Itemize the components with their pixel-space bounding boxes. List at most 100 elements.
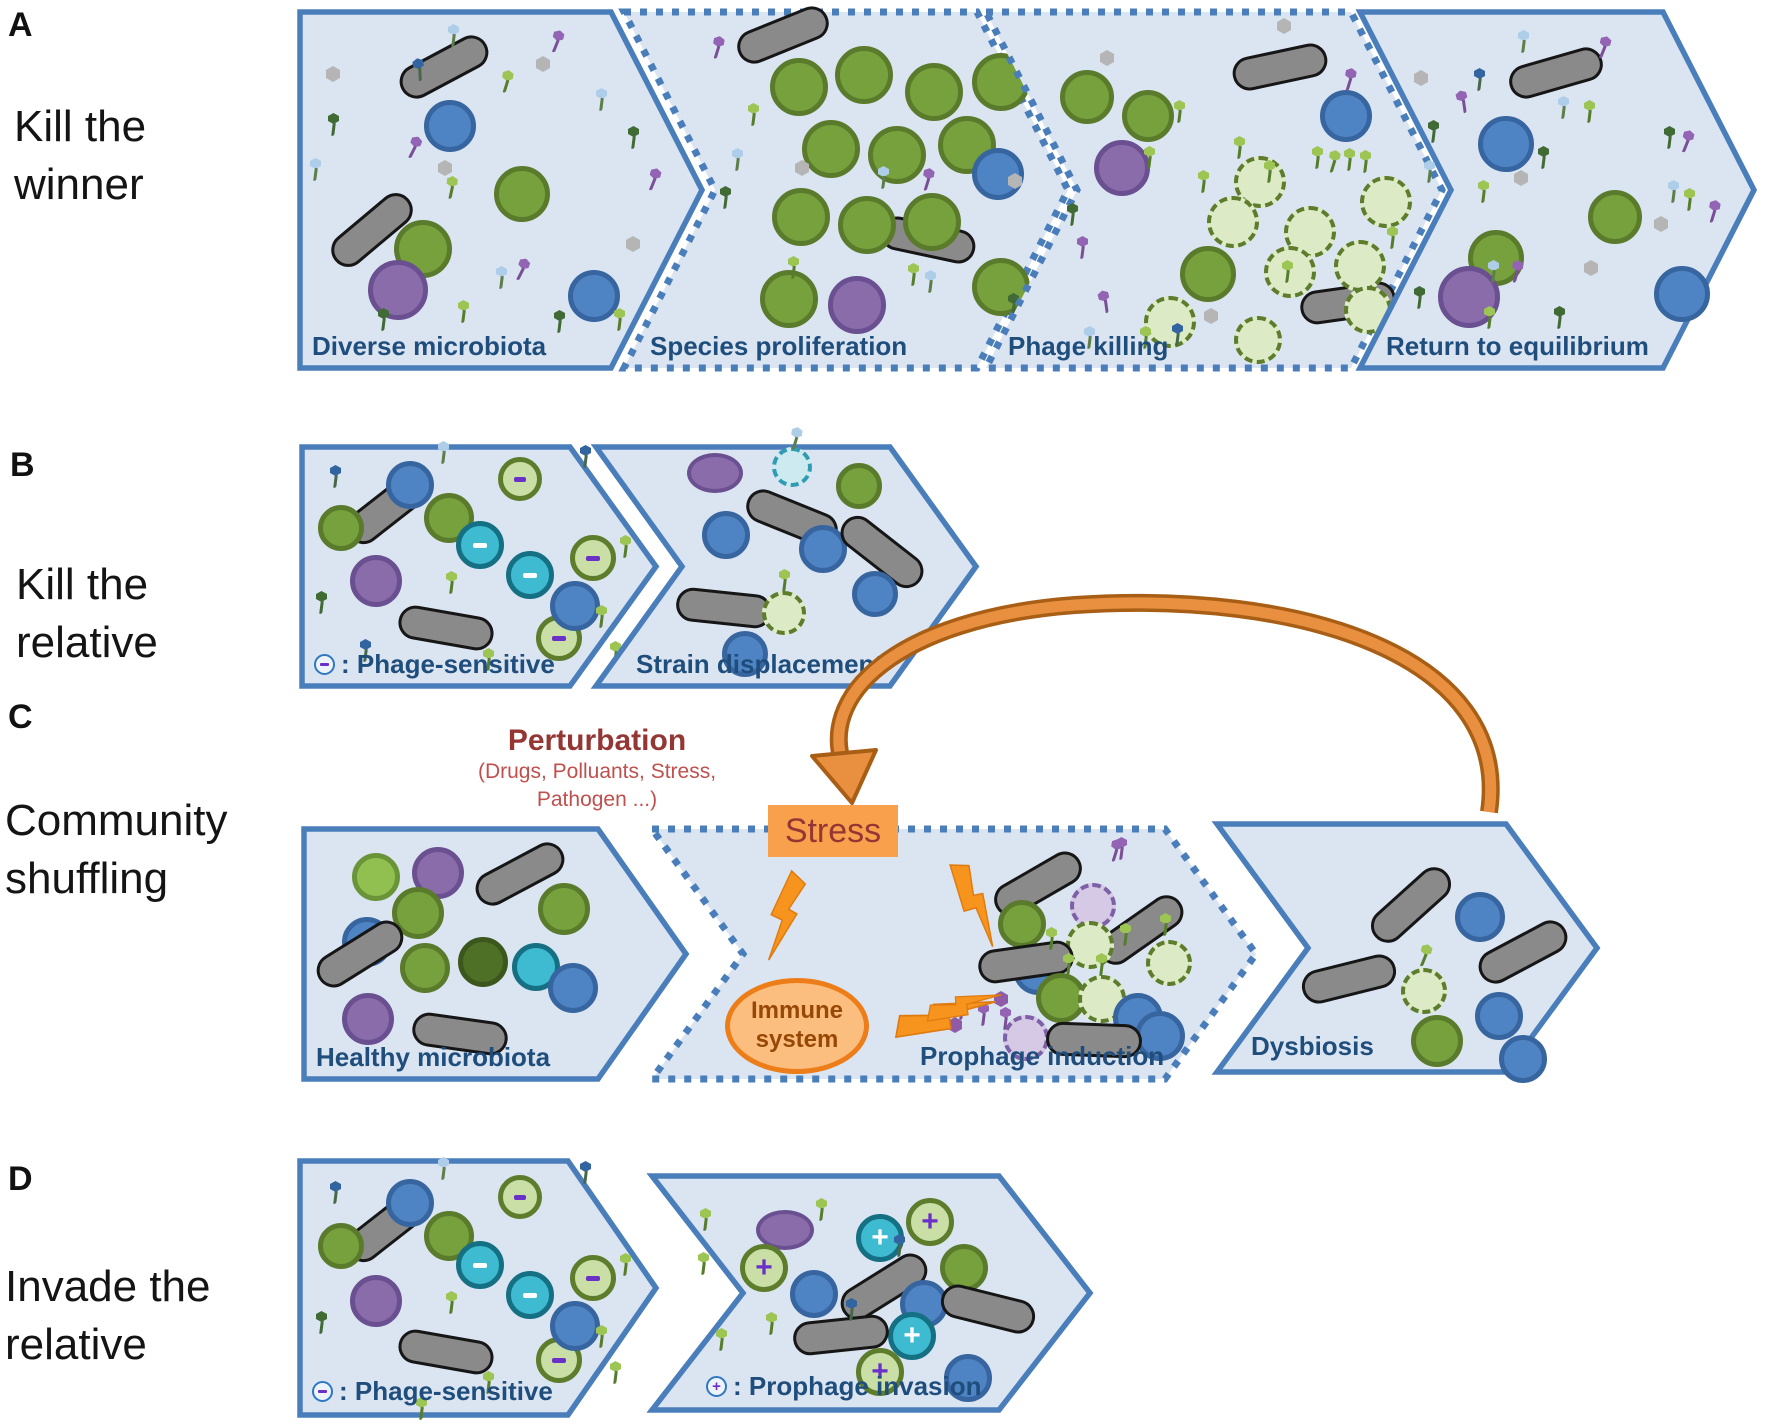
phage-tail: [959, 1006, 964, 1021]
phage-tail: [1491, 269, 1496, 284]
phage-tail: [1521, 39, 1526, 54]
phage-head: [1344, 148, 1355, 159]
phage-head: [846, 1298, 857, 1309]
phage-tail: [1119, 846, 1124, 861]
immune-system-label-line: Immune: [750, 997, 843, 1025]
phage-icon: [766, 1312, 778, 1339]
phage-head: [1282, 260, 1293, 271]
spore-icon: [536, 56, 550, 72]
phage-tail: [1461, 99, 1467, 114]
panel-label-text: Species proliferation: [650, 331, 908, 361]
phage-head: [1172, 323, 1183, 334]
bacterium-coccus: [350, 555, 402, 607]
bacterium-coccus: [799, 525, 847, 573]
lysed-cell: [1360, 176, 1412, 228]
panel-healthy-microbiota: Healthy microbiota: [300, 825, 690, 1083]
bacterium-coccus: [1094, 140, 1150, 196]
bacterium-coccus: [940, 1244, 988, 1292]
phage-tail: [1477, 77, 1482, 92]
phage-icon: [483, 648, 495, 675]
phage-head: [378, 308, 389, 319]
bacterium-rod: [937, 1280, 1039, 1338]
spore-icon: [1414, 70, 1428, 86]
bacterium-coccus: +: [888, 1312, 936, 1360]
phage-head: [1668, 180, 1679, 191]
organisms-layer: [1356, 8, 1758, 372]
phage-icon: [496, 266, 508, 293]
phage-tail: [782, 578, 787, 593]
phage-icon: [1558, 96, 1570, 123]
bacterium-coccus: [770, 58, 828, 116]
panel-label-text: Strain displacement: [636, 649, 884, 679]
bacterium-coccus: [386, 461, 434, 509]
bacterium-coccus: [1320, 90, 1372, 142]
phage-head: [1558, 96, 1569, 107]
phage-head: [446, 571, 457, 582]
phage-tail: [703, 1217, 708, 1232]
bacterium-coccus: [722, 631, 768, 677]
phage-head: [1312, 146, 1323, 157]
phage-tail: [701, 1261, 706, 1276]
phage-head: [330, 465, 341, 476]
lysed-cell: [1144, 296, 1196, 348]
organisms-layer: [982, 8, 1446, 372]
panel-label-diverse-microbiota: Diverse microbiota: [312, 331, 546, 362]
phage-tail: [1487, 315, 1492, 330]
bacterium-coccus: [1455, 892, 1505, 942]
phage-tail: [819, 1207, 824, 1222]
phage-tail: [897, 1243, 902, 1258]
bacterium-rod: [674, 586, 774, 630]
phage-tail: [1709, 209, 1717, 224]
panel-label-return-to-equilibrium: Return to equilibrium: [1386, 331, 1649, 362]
phage-head: [316, 1311, 327, 1322]
phage-icon: [1160, 913, 1172, 940]
panel-return-to-equilibrium: Return to equilibrium: [1355, 8, 1758, 372]
phage-tail: [449, 1300, 454, 1315]
phage-tail: [1080, 245, 1085, 260]
panel-label-text: Dysbiosis: [1251, 1031, 1374, 1061]
row-title-line: relative: [16, 618, 158, 668]
phage-head: [438, 441, 449, 452]
bacterium-coccus: +: [906, 1198, 954, 1246]
spore-icon: [1514, 170, 1528, 186]
phage-head: [416, 1397, 427, 1408]
phage-icon: [483, 1371, 495, 1398]
panel-prophage-invasion: ++++++: Prophage invasion: [646, 1172, 1094, 1414]
plus-badge: +: [921, 1205, 939, 1238]
phage-icon: [596, 88, 608, 115]
minus-badge: [552, 635, 566, 641]
panel-label-healthy-microbiota: Healthy microbiota: [316, 1042, 550, 1073]
phage-icon: [878, 166, 890, 193]
bacterium-coccus: [548, 963, 598, 1013]
phage-icon: [1144, 146, 1156, 173]
phage-head: [446, 1291, 457, 1302]
bacterium-rod: [395, 1326, 497, 1378]
panel-label-text: Phage killing: [1008, 331, 1169, 361]
phage-tail: [1587, 109, 1592, 124]
phage-tail: [419, 1406, 424, 1421]
bacterium-coccus: [702, 511, 750, 559]
bacterium-coccus: [903, 193, 961, 251]
phage-icon: [580, 1161, 592, 1188]
phage-icon: [1518, 30, 1530, 57]
phage-tail: [849, 1307, 854, 1322]
bacterium-coccus: [790, 1270, 838, 1318]
bacterium-coccus: [570, 535, 616, 581]
phage-head: [698, 1252, 709, 1263]
phage-head: [788, 256, 799, 267]
phage-icon: [614, 308, 626, 335]
panel-label-text: : Phage-sensitive: [339, 1376, 553, 1406]
panel-label-text: Healthy microbiota: [316, 1042, 551, 1072]
lysed-cell: [1207, 196, 1259, 248]
phage-icon: [1424, 160, 1436, 187]
bacterium-coccus: [570, 1255, 616, 1301]
bacterium-coccus: [386, 1179, 434, 1227]
phage-icon: [620, 535, 632, 562]
phage-head: [1063, 953, 1074, 964]
phage-tail: [408, 145, 417, 159]
phage-icon: [1063, 953, 1075, 980]
immune-system-label-line: system: [755, 1026, 839, 1053]
plus-badge: +: [903, 1319, 921, 1352]
